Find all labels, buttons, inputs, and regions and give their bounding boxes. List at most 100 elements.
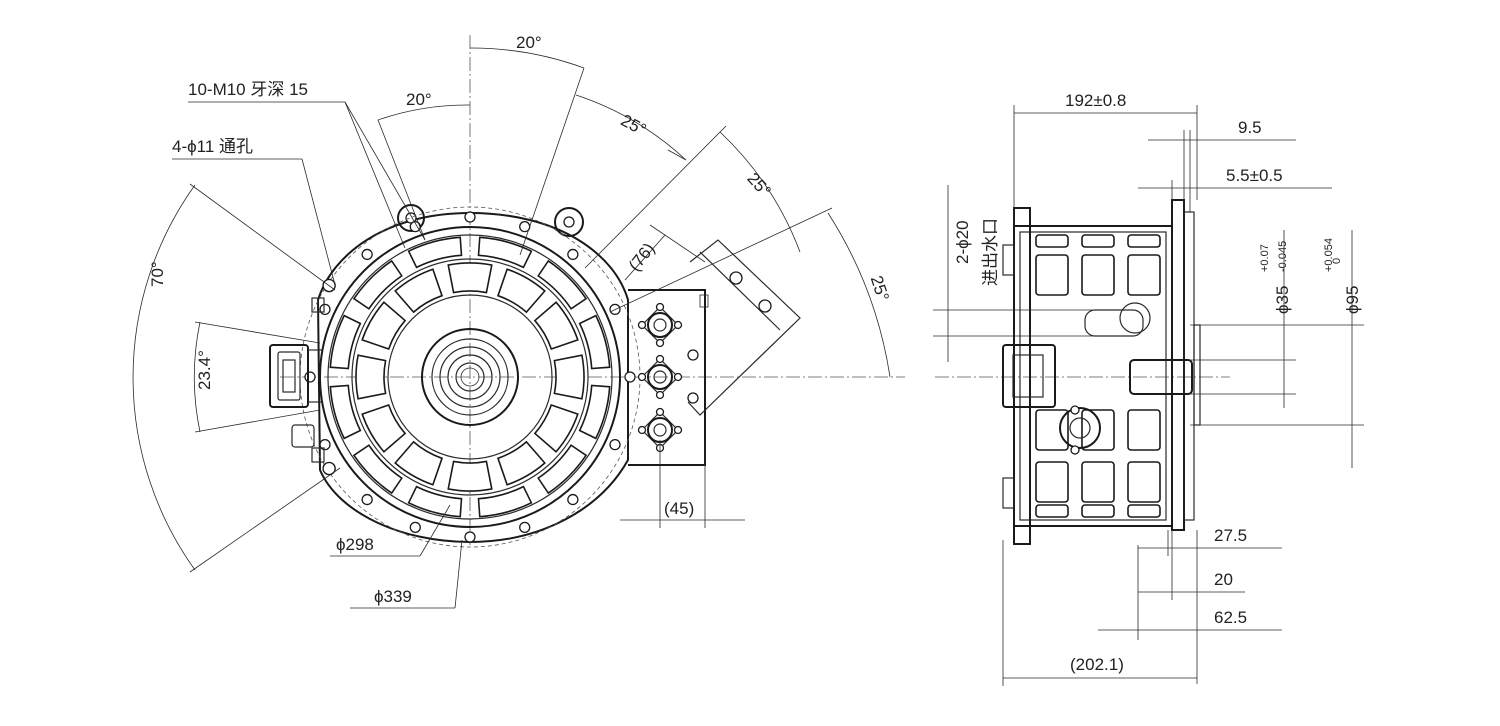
label-dia-95-lower: 0: [1331, 258, 1343, 264]
rib-window-outer: [537, 444, 588, 495]
terminal-box-tab: [699, 294, 709, 308]
hub-outer: [421, 328, 519, 426]
bolt-hole: [567, 493, 579, 506]
terminal-bolt: [637, 425, 647, 435]
phase-terminals: [637, 302, 683, 453]
side-fin-window: [1035, 504, 1069, 518]
label-dia-298: ϕ298: [336, 535, 374, 554]
flange-bolt-holes: [304, 211, 636, 543]
signal-connector-inner: [277, 351, 301, 401]
side-fin-windows: [1035, 234, 1161, 518]
terminal-core: [653, 318, 667, 332]
water-port-bolt-1: [729, 271, 743, 285]
side-fin-window: [1035, 461, 1069, 503]
terminal-bolt: [673, 320, 683, 330]
side-fin-window: [1081, 409, 1115, 451]
rib-window-outer: [352, 259, 403, 310]
front-view: 10-M10 牙深 15 4-ϕ11 通孔 20° 20° 25° 25° 25…: [132, 33, 905, 609]
bolt-hole: [319, 438, 331, 451]
side-fin-window: [1081, 234, 1115, 248]
arc-25-c: [827, 212, 891, 378]
label-angle-25-b: 25°: [743, 169, 774, 201]
label-thread-holes: 10-M10 牙深 15: [188, 80, 308, 99]
ext-23-4-bottom: [194, 409, 321, 433]
ext-70-top: [189, 183, 336, 291]
side-fin-window: [1127, 254, 1161, 296]
label-angle-20-top: 20°: [516, 33, 542, 52]
rib-window-outer: [407, 485, 463, 518]
terminal-bolt: [673, 425, 683, 435]
label-dia-35-upper: +0.07: [1259, 244, 1271, 272]
rib-window-inner: [447, 262, 493, 294]
arc-20-top: [469, 47, 585, 69]
side-view: 192±0.8 9.5 5.5±0.5 2-ϕ20 进出水口 ϕ35 +0.07…: [933, 91, 1364, 686]
terminal-ring: [647, 364, 673, 390]
side-boss: [1059, 407, 1101, 449]
bolt-hole: [519, 521, 531, 534]
side-fin-window: [1035, 254, 1069, 296]
label-dia-339: ϕ339: [374, 587, 412, 606]
ext-25-line: [584, 125, 727, 269]
hub-ring: [431, 338, 509, 416]
label-water-port-2: 进出水口: [981, 218, 1000, 286]
side-flange-right: [1171, 199, 1185, 531]
terminal-bolt: [655, 302, 665, 312]
rib-window-outer: [477, 236, 533, 269]
bolt-hole: [361, 493, 373, 506]
left-bracket-top: [311, 297, 325, 313]
side-shaft: [1129, 359, 1193, 395]
terminal-ring: [647, 312, 673, 338]
signal-connector-body: [269, 344, 309, 408]
rib-window-inner: [394, 268, 444, 314]
dim-76-ext-a: [624, 234, 666, 281]
side-flange-left: [1013, 207, 1031, 545]
label-dim-5-5: 5.5±0.5: [1226, 166, 1283, 185]
side-fin-window: [1035, 234, 1069, 248]
rib-window-inner: [447, 460, 493, 492]
side-fin-window: [1127, 461, 1161, 503]
lifting-ear-hole-right: [563, 216, 575, 228]
rib-window-inner: [553, 354, 585, 400]
side-fin-window: [1081, 504, 1115, 518]
label-dim-76: (76): [625, 239, 659, 275]
rib-ring-inner: [387, 294, 553, 460]
label-angle-70: 70°: [148, 261, 167, 287]
ext-25-line-2: [609, 207, 833, 313]
leader-thread-2: [344, 101, 406, 249]
label-dim-202-1: (202.1): [1070, 655, 1124, 674]
breather-plug: [291, 424, 315, 448]
bolt-hole: [624, 371, 636, 383]
terminal-ring: [647, 417, 673, 443]
rib-window-inner: [361, 301, 407, 351]
terminal-box: [628, 289, 706, 466]
bolt-hole: [319, 303, 331, 316]
rib-window-inner: [361, 403, 407, 453]
shaft-bore: [455, 362, 485, 392]
label-overall-width: 192±0.8: [1065, 91, 1126, 110]
arc-25-a: [575, 94, 687, 161]
label-dim-23-4: 23.4°: [195, 350, 214, 390]
dim-76-line: [649, 224, 706, 263]
side-fin-window: [1035, 409, 1069, 451]
side-tab-top: [1002, 244, 1015, 276]
label-dim-20: 20: [1214, 570, 1233, 589]
arc-25-b: [719, 131, 801, 253]
arc-23-4: [194, 321, 201, 433]
arc-20-left: [377, 104, 471, 121]
rib-ring-outer: [351, 258, 589, 496]
water-pipe-edge: [699, 251, 781, 331]
side-fin-window: [1127, 234, 1161, 248]
side-boss-hole: [1069, 417, 1091, 439]
side-fin-window: [1127, 504, 1161, 518]
bracket-bolt-2: [687, 392, 699, 404]
terminal-core: [653, 370, 667, 384]
label-water-port-1: 2-ϕ20: [953, 220, 972, 264]
rib-window-inner: [533, 301, 579, 351]
ext-23-4-top: [194, 321, 321, 344]
rib-window-inner: [533, 403, 579, 453]
dia-298-leader: [419, 504, 451, 557]
rib-window-inner: [355, 354, 387, 400]
label-dia-95-upper: +0.054: [1323, 238, 1335, 272]
side-water-port-ring: [1119, 302, 1151, 334]
